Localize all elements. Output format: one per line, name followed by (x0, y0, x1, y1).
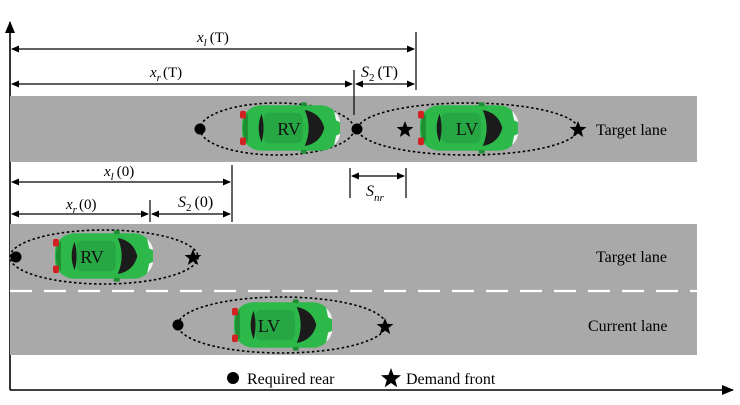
rv-top-label: RV (277, 119, 301, 139)
legend-rear-label: Required rear (247, 371, 335, 388)
rv-init-label: RV (80, 247, 104, 267)
legend-front-label: Demand front (406, 371, 496, 388)
rv-init-rear-dot (10, 251, 22, 263)
rv-top-front-star (396, 121, 414, 137)
legend-star-icon (381, 368, 401, 388)
lane-label-middle: Target lane (596, 249, 667, 266)
s2-T-label: S2(T) (361, 64, 398, 84)
xl-0-label: xl(0) (103, 164, 134, 183)
lane-label-bottom: Current lane (588, 318, 668, 335)
rv-top-rear-dot (194, 123, 206, 135)
legend-dot-icon (227, 372, 239, 384)
s2-0-label: S2(0) (178, 194, 213, 214)
xr-T-label: xr(T) (149, 65, 182, 84)
lv-top-rear-dot (351, 123, 363, 135)
lane-label-top: Target lane (596, 122, 667, 139)
lv-init-label: LV (258, 316, 280, 336)
xl-T-label: xl(T) (196, 30, 229, 49)
lv-init-rear-dot (172, 319, 184, 331)
snr-label: Snr (366, 183, 385, 204)
lv-top-label: LV (456, 119, 478, 139)
lv-init-car (232, 299, 332, 351)
rv-init-front-star (184, 249, 202, 265)
xr-0-label: xr(0) (65, 197, 96, 216)
lv-init-front-star (376, 318, 394, 334)
lv-top-front-star (569, 121, 587, 137)
